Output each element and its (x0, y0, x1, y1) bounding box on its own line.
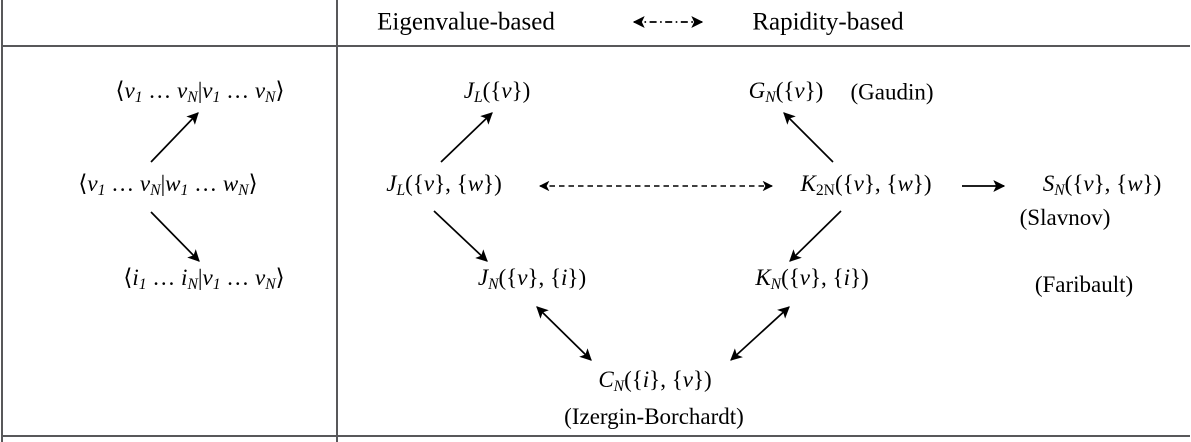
header-eigenvalue-based: Eigenvalue-based (377, 8, 555, 36)
edge-k2n-to-knvi (789, 210, 842, 262)
node-jl-v: JL({v}) (463, 77, 531, 107)
table-header-rule (1, 45, 1190, 47)
node-cn-iv: CN({i}, {v}) (598, 366, 712, 396)
left-item-vw: ⟨v1 … vN|w1 … wN⟩ (78, 170, 258, 200)
edge-vw-to-iv (150, 211, 200, 262)
edge-jnvi-cniv (536, 306, 592, 361)
header-rapidity-based: Rapidity-based (752, 8, 904, 36)
left-item-iv: ⟨i1 … iN|v1 … vN⟩ (123, 264, 285, 294)
node-kn-vi: KN({v}, {i}) (755, 264, 869, 294)
edge-vw-to-vv (150, 112, 199, 163)
label-izergin-borchardt: (Izergin-Borchardt) (564, 404, 744, 429)
left-item-vv: ⟨v1 … vN|v1 … vN⟩ (115, 77, 285, 107)
edge-jlvw-to-jlv (440, 112, 493, 163)
table-column-divider (336, 0, 338, 442)
node-jn-vi: JN({v}, {i}) (477, 264, 587, 294)
node-k2n-vw: K2N({v}, {w}) (800, 170, 932, 200)
table-border-bottom (1, 435, 1190, 437)
label-gaudin: (Gaudin) (850, 79, 934, 105)
table-border-left (1, 0, 3, 442)
edge-jlvw-to-jnvi (433, 210, 488, 262)
node-jl-vw: JL({v}, {w}) (386, 170, 502, 200)
label-slavnov: (Slavnov) (1019, 205, 1111, 230)
node-gn-v: GN({v}) (748, 77, 824, 107)
edge-k2n-to-gnv (783, 112, 834, 163)
edge-knvi-cniv (730, 306, 790, 361)
label-faribault: (Faribault) (1034, 272, 1134, 297)
node-sn-vw: SN({v}, {w}) (1042, 170, 1162, 200)
